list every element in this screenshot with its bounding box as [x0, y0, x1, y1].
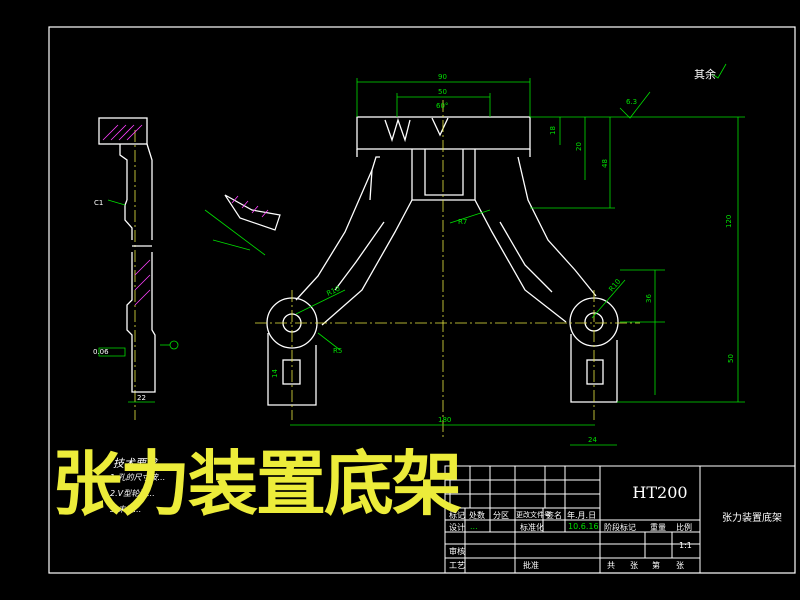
- technical-note-1: 1.孔的尺寸按...: [110, 473, 166, 482]
- tb-designer-label: 设计: [449, 523, 465, 532]
- dim-right-3: 20: [575, 142, 583, 151]
- title-block: [444, 465, 796, 574]
- tb-sheet-4: 张: [676, 561, 684, 570]
- dim-right-1: 48: [601, 159, 609, 168]
- dim-left-bottom: 14: [271, 369, 279, 378]
- tb-zone: 分区: [493, 511, 509, 520]
- dim-r-inner: R7: [458, 218, 467, 226]
- dim-flatness: 0.06: [93, 348, 109, 356]
- page-title: 张力装置底架: [52, 443, 462, 525]
- centerlines: [134, 100, 640, 440]
- technical-note-2: 2.V型轮边...: [110, 489, 155, 498]
- side-view-dims: [98, 199, 179, 403]
- tb-change-doc: 更改文件号: [516, 511, 551, 519]
- technical-notes-heading: 技术要求: [113, 457, 157, 470]
- side-view-hatch: [102, 124, 151, 306]
- dim-angle: 60°: [436, 102, 448, 110]
- material-label: HT200: [632, 483, 688, 502]
- tb-designer-name: ...: [470, 522, 478, 531]
- tb-scale-value: 1:1: [679, 541, 692, 550]
- tb-date-col: 年.月.日: [567, 511, 597, 520]
- tb-process-label: 工艺: [449, 561, 465, 570]
- side-view: [98, 117, 156, 393]
- tb-sign: 签名: [546, 511, 562, 520]
- tb-review-label: 审核: [449, 547, 465, 556]
- tb-weight-label: 重量: [650, 523, 666, 532]
- dim-side-bottom: 22: [137, 394, 146, 402]
- tb-sheet-3: 第: [652, 561, 660, 570]
- side-view-labels: C1 0.06 22: [93, 199, 146, 402]
- dim-overall-width: 90: [438, 73, 447, 81]
- tb-mark: 标记: [449, 511, 465, 520]
- tb-count: 处数: [469, 511, 485, 520]
- tb-standard-label: 标准化: [520, 523, 544, 532]
- dim-bottom-width: 180: [438, 416, 451, 424]
- dimension-lines: [290, 63, 745, 446]
- drawing-frame: [48, 26, 796, 574]
- dim-chamfer: C1: [94, 199, 103, 207]
- tb-sheet-2: 张: [630, 561, 638, 570]
- tb-stage-label: 阶段标记: [604, 523, 636, 532]
- dim-right-5: 50: [727, 354, 735, 363]
- tb-scale-label: 比例: [676, 523, 692, 532]
- roughness-value-top: 6.3: [626, 98, 637, 106]
- dimension-labels: 90 50 180 24 120 48 18 20 36 50 R10 R10 …: [271, 73, 735, 444]
- front-view: [266, 116, 619, 406]
- dim-bottom-right: 24: [588, 436, 597, 444]
- technical-note-3: 3.未注...: [110, 505, 142, 514]
- surface-roughness-note: 其余: [694, 68, 716, 81]
- section-detail: [224, 194, 281, 231]
- tb-approve-label: 批准: [523, 561, 539, 570]
- part-name-label: 张力装置底架: [722, 513, 782, 524]
- dim-right-2: 18: [549, 126, 557, 135]
- tb-sheet-1: 共: [607, 561, 615, 570]
- dim-top-width: 50: [438, 88, 447, 96]
- dim-r-outer: R5: [333, 347, 342, 355]
- section-detail-dims: [204, 209, 266, 256]
- tb-date: 10.6.16: [568, 522, 599, 531]
- dim-overall-height: 120: [725, 215, 733, 228]
- dim-right-4: 36: [645, 294, 653, 303]
- section-detail-hatch: [231, 195, 269, 218]
